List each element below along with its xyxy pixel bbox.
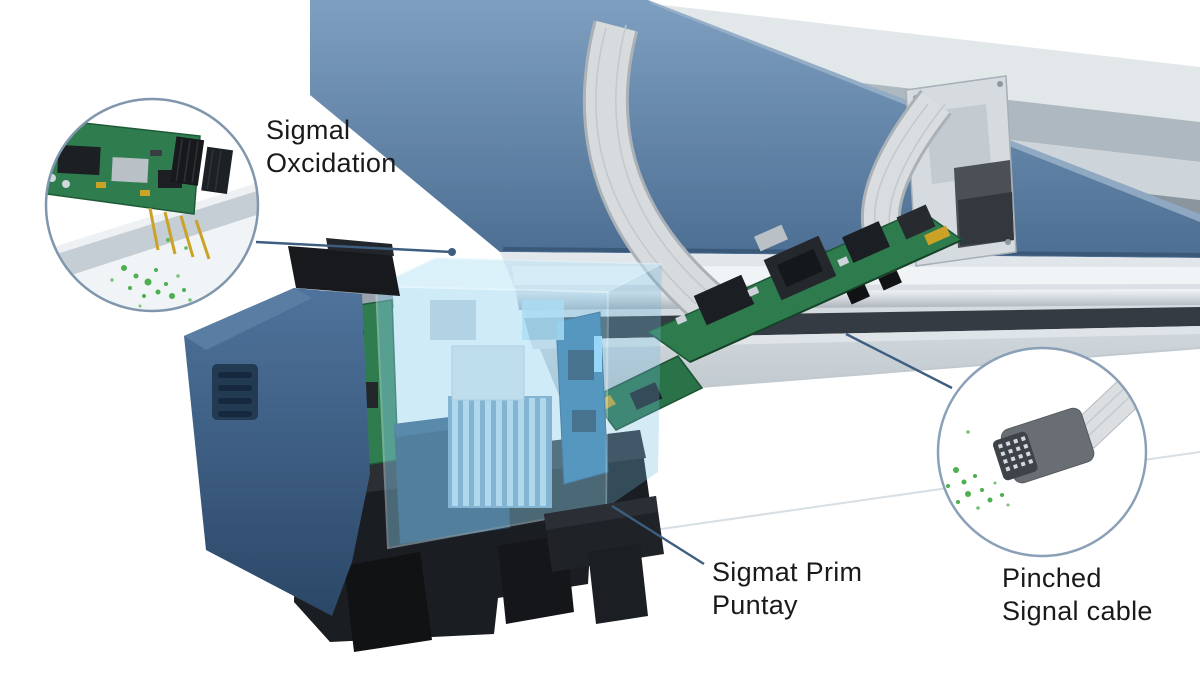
inset-oxidation-macro <box>44 97 260 313</box>
cutaway-internals <box>394 300 609 544</box>
heatsink <box>448 396 552 508</box>
macro-gold-pins <box>148 207 211 260</box>
power-module <box>451 345 525 401</box>
secondary-pcb <box>590 355 704 431</box>
leader-line-assembly <box>611 504 705 566</box>
driver-pcb <box>555 311 609 485</box>
ribbon-cable-front <box>582 20 722 320</box>
inset-connector-macro <box>936 346 1148 558</box>
sensor-module <box>430 300 476 340</box>
main-pcb <box>646 204 964 363</box>
label-pinched-cable-line2: Signal cable <box>1002 596 1153 626</box>
label-print-assembly-line1: Sigmat Prim <box>712 557 863 587</box>
macro-pcb <box>46 117 201 215</box>
macro-connector-blocks <box>170 136 234 194</box>
rail-bracket <box>905 75 1017 267</box>
inset-circle-connector <box>936 346 1148 558</box>
label-signal-oxidation: Sigmal Oxcidation <box>266 114 397 180</box>
vent-grille <box>212 364 258 420</box>
label-pinched-cable-line1: Pinched <box>1002 563 1102 593</box>
macro-connector <box>992 407 1095 484</box>
label-signal-oxidation-line2: Oxcidation <box>266 148 397 178</box>
inset-circle-oxidation <box>44 97 260 313</box>
corrosion-speckles <box>110 238 192 308</box>
leader-line-oxidation <box>255 240 456 256</box>
glow-panel <box>522 300 564 340</box>
label-print-assembly: Sigmat Prim Puntay <box>712 556 862 622</box>
cutaway-highlight-box <box>374 257 663 550</box>
label-pinched-cable: Pinched Signal cable <box>1002 562 1153 628</box>
label-signal-oxidation-line1: Sigmal <box>266 115 351 145</box>
printer-end-cap <box>184 238 400 616</box>
corrosion-speckles <box>946 430 1010 510</box>
leader-line-connector <box>845 332 953 390</box>
label-print-assembly-line2: Puntay <box>712 590 798 620</box>
carriage-bracket <box>544 496 664 624</box>
